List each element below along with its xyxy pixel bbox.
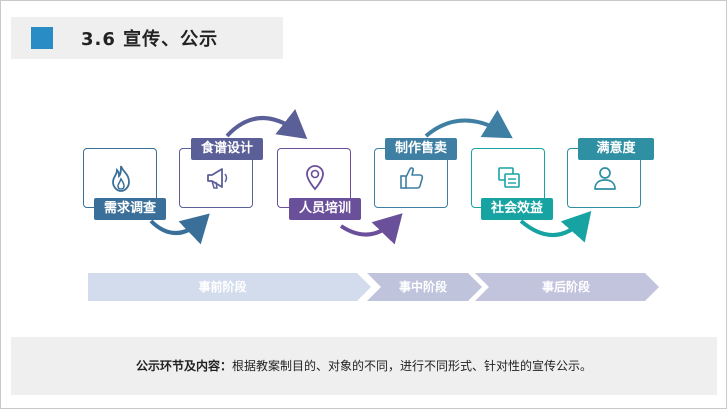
phase-label-3: 事后阶段 (541, 280, 590, 294)
phase-label-2: 事中阶段 (398, 280, 447, 294)
phase-label-1: 事前阶段 (198, 280, 247, 294)
footer-panel: 公示环节及内容：根据教案制目的、对象的不同，进行不同形式、针对性的宣传公示。 (11, 337, 717, 395)
arrow-3 (339, 213, 403, 245)
arrow-4 (424, 109, 513, 139)
footer-content: 根据教案制目的、对象的不同，进行不同形式、针对性的宣传公示。 (232, 359, 593, 373)
arrow-5 (519, 211, 592, 243)
location-pin-icon (306, 165, 324, 191)
phase-chevron-1 (88, 273, 371, 301)
title-accent-square (31, 27, 53, 49)
step-label-4: 制作售卖 (385, 138, 457, 160)
page-title: 3.6 宣传、公示 (81, 29, 219, 50)
megaphone-icon (207, 168, 228, 189)
step-label-1: 需求调查 (94, 198, 166, 220)
step-label-3: 人员培训 (289, 198, 361, 220)
footer-text: 公示环节及内容：根据教案制目的、对象的不同，进行不同形式、针对性的宣传公示。 (11, 357, 717, 374)
title-bar: 3.6 宣传、公示 (11, 17, 283, 59)
footer-label: 公示环节及内容： (135, 359, 232, 373)
thumbs-up-icon (400, 167, 424, 189)
phase-chevron-3 (475, 273, 659, 301)
step-label-2: 食谱设计 (191, 138, 263, 160)
user-icon (594, 167, 616, 190)
step-label-6: 满意度 (578, 138, 654, 160)
flame-icon (112, 165, 130, 192)
step-label-5: 社会效益 (481, 198, 553, 220)
phase-chevron-2 (367, 273, 482, 301)
documents-icon (498, 167, 520, 188)
arrow-1 (149, 213, 210, 245)
arrow-2 (225, 109, 308, 139)
